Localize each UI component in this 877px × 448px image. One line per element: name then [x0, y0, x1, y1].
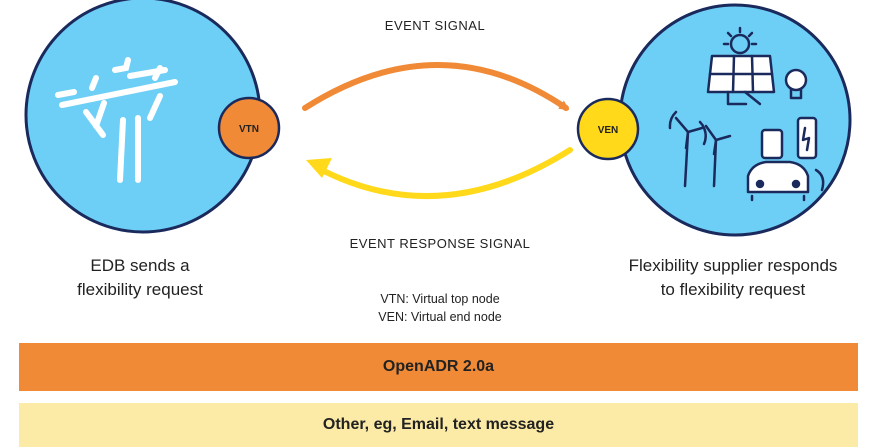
- ven-label: VEN: [598, 125, 619, 136]
- flexibility-supplier-circle: [618, 3, 852, 237]
- legend-vtn: VTN: Virtual top node: [380, 292, 500, 306]
- event-signal-label: EVENT SIGNAL: [384, 18, 486, 33]
- edb-caption-line2: flexibility request: [77, 280, 203, 299]
- vtn-node: VTN: [217, 96, 281, 160]
- edb-caption: EDB sends a flexibility request: [40, 254, 240, 302]
- supplier-caption-line2: to flexibility request: [660, 280, 806, 299]
- renewables-ev-icon: [668, 26, 825, 202]
- vtn-label: VTN: [239, 124, 259, 135]
- event-response-signal-label: EVENT RESPONSE SIGNAL: [349, 236, 531, 251]
- supplier-caption: Flexibility supplier responds to flexibi…: [598, 254, 868, 302]
- protocol-bar-other: Other, eg, Email, text message: [19, 403, 858, 447]
- legend: VTN: Virtual top node VEN: Virtual end n…: [330, 290, 550, 326]
- event-response-signal-arrow: [306, 147, 573, 199]
- edb-caption-line1: EDB sends a: [90, 256, 190, 275]
- edb-circle: [24, 0, 262, 234]
- ven-node: VEN: [576, 97, 640, 161]
- supplier-caption-line1: Flexibility supplier responds: [628, 256, 838, 275]
- power-pole-icon: [55, 57, 178, 183]
- event-signal-arrow: [302, 62, 570, 111]
- legend-ven: VEN: Virtual end node: [378, 310, 502, 324]
- protocol-bar-openadr: OpenADR 2.0a: [19, 343, 858, 391]
